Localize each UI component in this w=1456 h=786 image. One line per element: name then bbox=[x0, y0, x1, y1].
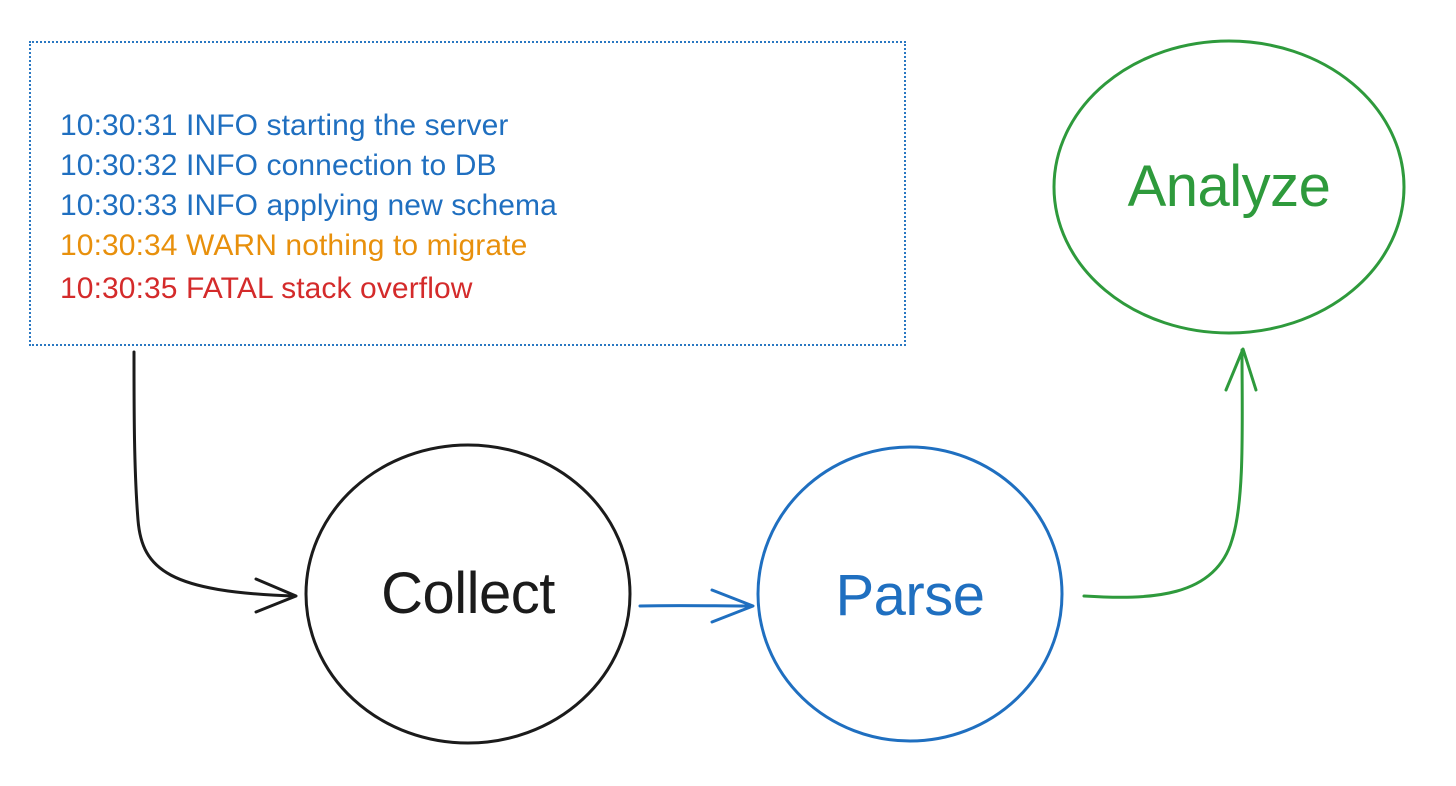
arrow-parse-to-analyze bbox=[1082, 347, 1258, 599]
log-time: 10:30:33 bbox=[60, 189, 178, 222]
log-level: INFO bbox=[186, 189, 259, 222]
log-level: FATAL bbox=[186, 272, 273, 305]
parse-node-circle bbox=[756, 445, 1064, 743]
log-level: INFO bbox=[186, 109, 259, 142]
log-line: 10:30:33 INFO applying new schema bbox=[60, 186, 557, 226]
log-level: WARN bbox=[186, 229, 277, 262]
log-message: connection to DB bbox=[266, 149, 497, 182]
analyze-node-circle bbox=[1052, 39, 1406, 335]
arrow-collect-to-parse bbox=[638, 588, 755, 624]
log-box bbox=[29, 41, 906, 346]
log-line: 10:30:35 FATAL stack overflow bbox=[60, 269, 557, 309]
log-message: stack overflow bbox=[281, 272, 473, 305]
log-lines: 10:30:31 INFO starting the server 10:30:… bbox=[60, 106, 557, 309]
log-line: 10:30:34 WARN nothing to migrate bbox=[60, 226, 557, 266]
log-message: nothing to migrate bbox=[285, 229, 528, 262]
log-time: 10:30:32 bbox=[60, 149, 178, 182]
collect-node-label: Collect bbox=[381, 561, 555, 626]
log-level: INFO bbox=[186, 149, 259, 182]
parse-node-label: Parse bbox=[835, 563, 985, 628]
log-line: 10:30:32 INFO connection to DB bbox=[60, 146, 557, 186]
log-message: starting the server bbox=[266, 109, 509, 142]
log-message: applying new schema bbox=[266, 189, 557, 222]
analyze-node-label: Analyze bbox=[1127, 154, 1331, 219]
arrow-log-to-collect bbox=[132, 350, 298, 614]
log-time: 10:30:35 bbox=[60, 272, 178, 305]
log-line: 10:30:31 INFO starting the server bbox=[60, 106, 557, 146]
log-time: 10:30:34 bbox=[60, 229, 178, 262]
log-time: 10:30:31 bbox=[60, 109, 178, 142]
collect-node-circle bbox=[304, 443, 632, 745]
